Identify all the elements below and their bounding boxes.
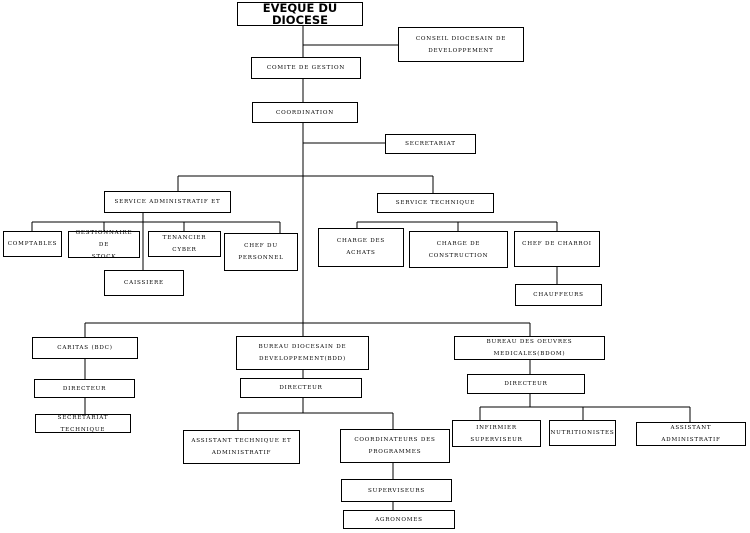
node-assistant-administratif: ASSISTANT ADMINISTRATIF	[636, 422, 746, 446]
node-superviseurs: SUPERVISEURS	[341, 479, 452, 502]
node-coordination: COORDINATION	[252, 102, 358, 123]
node-charge-des-achats: CHARGE DES ACHATS	[318, 228, 404, 267]
node-directeur-bdd: DIRECTEUR	[240, 378, 362, 398]
node-comite-de-gestion: COMITE DE GESTION	[251, 57, 361, 79]
node-caritas: CARITAS (BDC)	[32, 337, 138, 359]
node-chauffeurs: CHAUFFEURS	[515, 284, 602, 306]
node-infirmier-superviseur: INFIRMIER SUPERVISEUR	[452, 420, 541, 447]
node-directeur-bdom: DIRECTEUR	[467, 374, 585, 394]
node-conseil-diocesain: CONSEIL DIOCESAIN DE DEVELOPPEMENT	[398, 27, 524, 62]
node-charge-de-construction: CHARGE DE CONSTRUCTION	[409, 231, 508, 268]
node-secretariat-technique: SECRETARIAT TECHNIQUE	[35, 414, 131, 433]
node-chef-du-personnel: CHEF DU PERSONNEL	[224, 233, 298, 271]
node-caissiere: CAISSIERE	[104, 270, 184, 296]
node-nutritionistes: NUTRITIONISTES	[549, 420, 616, 446]
node-eveque-du-diocese: EVEQUE DU DIOCESE	[237, 2, 363, 26]
node-comptables: COMPTABLES	[3, 231, 62, 257]
node-gestionnaire-de-stock: GESTIONNAIRE DE STOCK	[68, 230, 140, 260]
node-service-administratif: SERVICE ADMINISTRATIF ET	[104, 191, 231, 213]
node-service-technique: SERVICE TECHNIQUE	[377, 193, 494, 213]
node-coordinateurs-des-programmes: COORDINATEURS DES PROGRAMMES	[340, 429, 450, 463]
node-directeur-caritas: DIRECTEUR	[34, 379, 135, 398]
node-bureau-diocesain-bdd: BUREAU DIOCESAIN DE DEVELOPPEMENT(BDD)	[236, 336, 369, 370]
node-bureau-oeuvres-medicales: BUREAU DES OEUVRES MEDICALES(BDOM)	[454, 336, 605, 360]
node-assistant-technique-administratif: ASSISTANT TECHNIQUE ET ADMINISTRATIF	[183, 430, 300, 464]
node-chef-de-charroi: CHEF DE CHARROI	[514, 231, 600, 267]
node-tenancier-cyber: TENANCIER CYBER	[148, 231, 221, 257]
node-agronomes: AGRONOMES	[343, 510, 455, 529]
node-secretariat: SECRETARIAT	[385, 134, 476, 154]
